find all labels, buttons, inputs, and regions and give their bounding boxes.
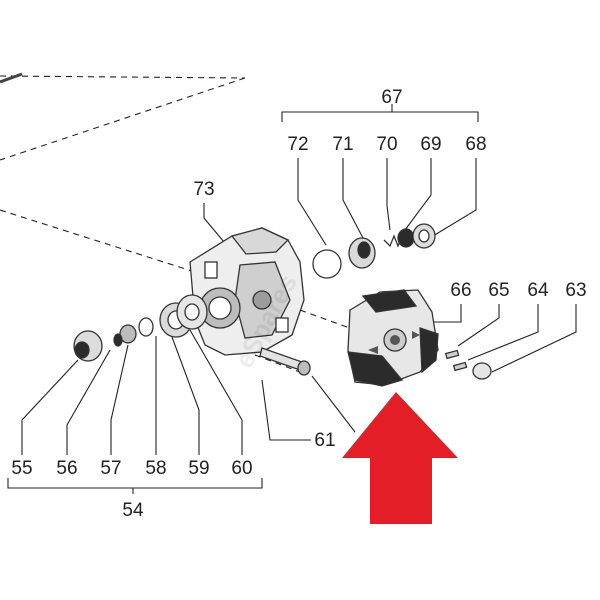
piston-pin xyxy=(259,347,311,376)
callout-60: 60 xyxy=(231,458,252,479)
group-bracket-67: 67 xyxy=(281,87,479,122)
callout-58: 58 xyxy=(145,458,166,479)
group-bracket-54: 54 xyxy=(7,478,263,521)
pump-housing xyxy=(189,227,305,356)
group-label-54: 54 xyxy=(122,500,144,521)
callout-73: 73 xyxy=(193,179,214,200)
callout-63: 63 xyxy=(565,280,586,301)
assembly-dash-lines xyxy=(0,75,356,373)
valve-cover-plate xyxy=(347,289,439,387)
callout-69: 69 xyxy=(420,134,441,155)
callout-70: 70 xyxy=(376,134,397,155)
callout-72: 72 xyxy=(287,134,308,155)
callout-71: 71 xyxy=(332,134,353,155)
callout-65: 65 xyxy=(488,280,509,301)
callout-66: 66 xyxy=(450,280,471,301)
check-valve-parts xyxy=(312,223,436,279)
group-label-67: 67 xyxy=(381,87,402,108)
callouts-top: 72 71 70 69 68 73 66 65 64 63 61 xyxy=(193,134,586,451)
callouts-bottom: 55 56 57 58 59 60 xyxy=(11,458,252,479)
leader-lines-top xyxy=(203,158,577,441)
screws-and-cap xyxy=(444,349,492,380)
callout-59: 59 xyxy=(188,458,209,479)
callout-68: 68 xyxy=(465,134,486,155)
callout-64: 64 xyxy=(527,280,549,301)
callout-55: 55 xyxy=(11,458,32,479)
red-arrow-up-icon xyxy=(342,392,458,524)
callout-56: 56 xyxy=(56,458,77,479)
cable-stub xyxy=(0,72,23,84)
leader-lines-bottom xyxy=(21,329,243,455)
seal-stack xyxy=(73,294,208,362)
callout-57: 57 xyxy=(100,458,121,479)
callout-61: 61 xyxy=(314,430,335,451)
